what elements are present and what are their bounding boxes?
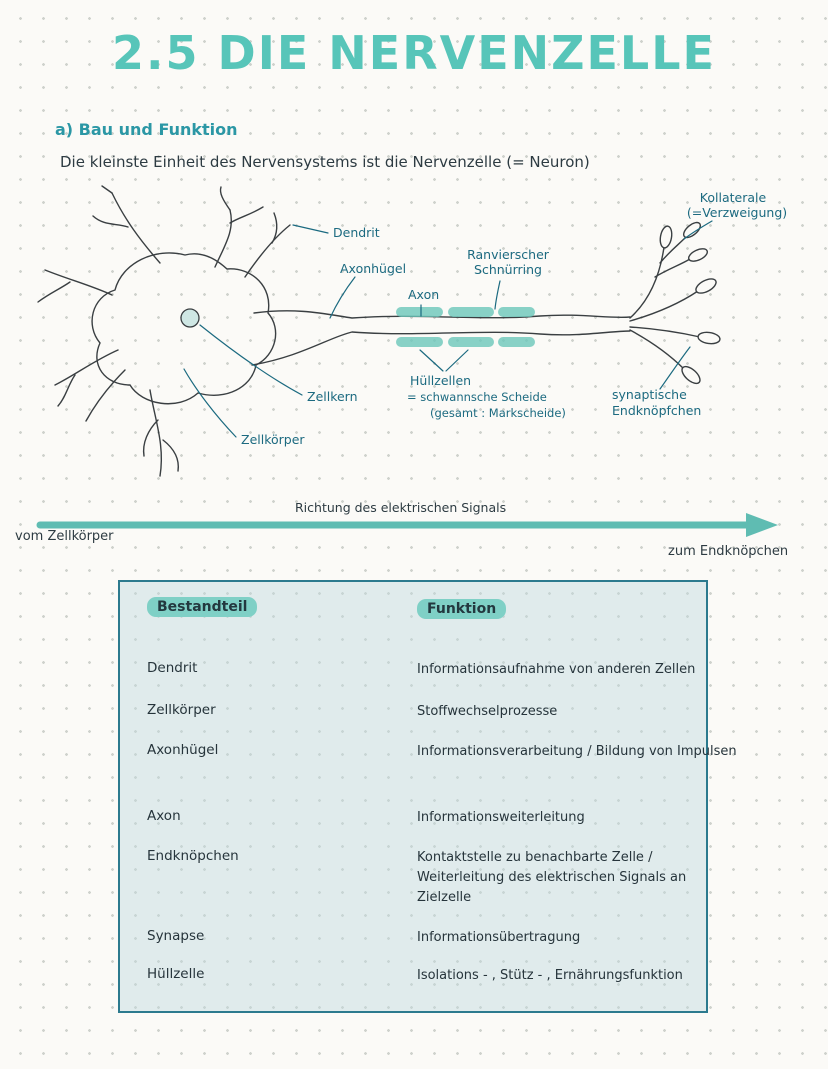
function-table: Bestandteil Funktion Dendrit Information… — [118, 580, 737, 1013]
end-bulb — [687, 248, 709, 262]
nucleus-shape — [180, 308, 200, 328]
label-zellkoerper: Zellkörper — [241, 432, 305, 447]
table-part: Hüllzelle — [147, 966, 205, 982]
table-function: Informationsweiterleitung — [417, 810, 585, 825]
myelin-sheath-segments — [396, 307, 535, 347]
section-heading: a) Bau und Funktion — [55, 120, 238, 139]
arrow-from-label: vom Zellkörper — [15, 529, 114, 544]
arrow-shape — [36, 513, 778, 537]
neuron-diagram: Dendrit Axonhügel Axon Ranvierscher Schn… — [37, 185, 787, 477]
end-bulb — [682, 221, 702, 239]
table-part: Synapse — [147, 928, 205, 944]
table-function: Stoffwechselprozesse — [417, 704, 558, 719]
dendrites-sketch — [37, 185, 291, 477]
arrow-to-label: zum Endknöpchen — [668, 544, 789, 559]
table-part: Endknöpchen — [147, 848, 239, 864]
table-function: Isolations - , Stütz - , Ernährungsfunkt… — [417, 968, 683, 983]
table-header-bestandteil: Bestandteil — [147, 597, 258, 617]
label-leader-lines — [183, 220, 713, 438]
table-function: Kontaktstelle zu benachbarte Zelle / Wei… — [417, 850, 687, 906]
table-header-funktion: Funktion — [417, 599, 507, 619]
end-bulb — [681, 365, 701, 385]
table-function: Informationsaufnahme von anderen Zellen — [417, 662, 696, 677]
label-axonhuegel: Axonhügel — [340, 261, 406, 276]
label-kollaterale-2: (=Verzweigung) — [687, 205, 787, 220]
axon-terminals-sketch — [629, 221, 721, 385]
label-huellzellen-1: Hüllzellen — [410, 373, 471, 388]
label-ranvierscher-1: Ranvierscher — [467, 247, 550, 262]
label-axon: Axon — [408, 287, 439, 302]
end-bulb — [659, 225, 673, 249]
label-dendrit: Dendrit — [333, 225, 380, 240]
arrow-label: Richtung des elektrischen Signals — [295, 500, 507, 515]
end-bulb — [697, 331, 721, 345]
cell-body-outline — [91, 252, 277, 405]
label-synaptische-1: synaptische — [612, 387, 687, 402]
label-zellkern: Zellkern — [307, 389, 358, 404]
axon-sketch — [251, 310, 631, 366]
label-ranvierscher-2: Schnürring — [474, 262, 542, 277]
table-part: Axonhügel — [147, 742, 219, 758]
intro-text: Die kleinste Einheit des Nervensystems i… — [60, 153, 590, 171]
label-kollaterale-1: Kollaterale — [700, 190, 767, 205]
label-huellzellen-3: (gesamt : Markscheide) — [430, 406, 566, 420]
label-synaptische-2: Endknöpfchen — [612, 403, 701, 418]
table-function: Informationsverarbeitung / Bildung von I… — [417, 744, 737, 759]
end-bulb — [695, 278, 717, 294]
label-huellzellen-2: = schwannsche Scheide — [407, 390, 547, 404]
signal-direction-arrow: Richtung des elektrischen Signals vom Ze… — [0, 500, 828, 570]
table-part: Zellkörper — [147, 702, 216, 718]
table-part: Dendrit — [147, 660, 198, 676]
page-title: 2.5 DIE NERVENZELLE — [112, 26, 716, 80]
table-part: Axon — [147, 808, 181, 824]
table-function: Informationsübertragung — [417, 930, 581, 945]
